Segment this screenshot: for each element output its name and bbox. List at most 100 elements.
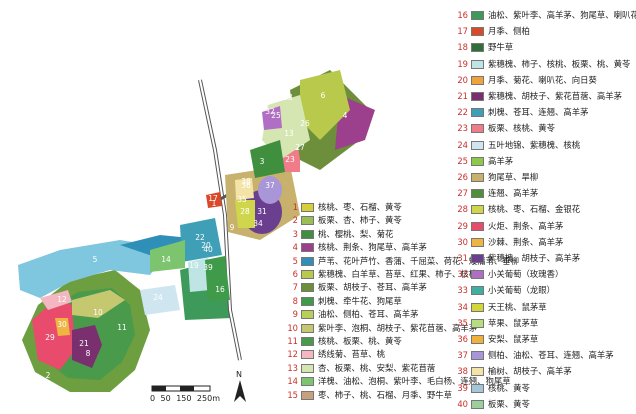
legend-swatch [471,205,484,215]
legend-swatch [301,390,314,400]
map-zone-label-22: 22 [195,233,205,242]
legend-swatch [471,221,484,231]
legend-swatch [471,335,484,344]
map-zone-label-11: 11 [117,323,127,332]
zone-30 [55,318,70,336]
legend-num: 23 [457,123,468,134]
legend-num: 14 [287,376,298,387]
legend-label: 紫穗槐、白羊草、苔草、红果、柿子、核桃 [318,269,478,279]
legend-label: 月季、菊花、喇叭花、向日葵 [488,74,597,85]
legend-swatch [471,108,484,118]
legend-label: 刺槐、牵牛花、狗尾草 [318,295,402,306]
legend-label: 板栗、胡枝子、苍耳、高羊茅 [318,282,427,293]
legend-num: 11 [287,336,298,346]
map-zone-label-37: 37 [265,181,275,190]
zone-21 [72,325,102,368]
legend-swatch [301,270,314,279]
zone-10 [72,290,125,318]
zone-37 [258,176,282,204]
legend-item-3: 3 桃、樱桃、梨、菊花 [286,228,393,241]
map-zone-label-30: 30 [57,320,67,329]
legend-swatch [301,243,314,253]
legend-num: 26 [457,172,468,182]
legend-label: 狗尾草、旱柳 [488,172,539,182]
map-zone-label-33: 33 [283,93,293,102]
legend-item-40: 40 板栗、黄苓 [456,398,530,411]
scale-tick-2: 150 [176,394,192,403]
map-zone-label-27: 27 [295,143,305,152]
map-label-layer: 1234567891011121314151617181920212223242… [45,91,382,380]
north-label: N [236,370,242,379]
zone-38 [235,178,254,200]
legend-num: 1 [292,202,298,212]
legend-label: 侧柏、油松、苍耳、连翘、高羊茅 [488,350,614,361]
map-zone-label-3: 3 [260,157,265,166]
zone-14 [150,240,185,272]
legend-num: 7 [292,282,298,293]
zone-6 [300,70,350,140]
legend-num: 15 [287,389,298,400]
legend-label: 榆树、胡枝子、高羊茅 [488,366,572,377]
legend-label: 板栗、杏、柿子、黄苓 [318,215,402,226]
legend-swatch [301,337,314,346]
legend-label: 火炬、荆条、高羊茅 [488,220,564,231]
legend-label: 核桃、黄苓 [488,382,530,393]
legend-label: 五叶地锦、紫穗槐、核桃 [488,139,581,150]
legend-label: 连翘、高羊茅 [488,188,539,199]
legend-label: 油松、紫叶李、高羊茅、狗尾草、喇叭花 [488,10,636,20]
legend-swatch [471,27,484,37]
map-zone-label-4: 4 [343,111,348,120]
map-zone-label-31: 31 [257,207,267,216]
legend-swatch [471,399,484,409]
legend-num: 21 [457,91,468,101]
legend-swatch [471,92,484,101]
map-zone-label-8: 8 [86,349,91,358]
legend-swatch [471,286,484,296]
legend-num: 32 [457,269,468,280]
map-zone-label-34: 34 [253,219,263,228]
legend-swatch [301,216,314,226]
legend-swatch [471,75,484,85]
legend-swatch [471,351,484,361]
legend-num: 8 [292,295,298,306]
legend-swatch [471,302,484,312]
legend-swatch [301,363,314,373]
zone-8 [205,256,230,302]
legend-num: 39 [457,382,468,393]
legend-swatch [301,229,314,239]
legend-swatch [301,256,314,266]
legend-swatch [471,270,484,280]
legend-num: 29 [457,220,468,231]
legend-swatch [301,323,314,333]
legend-num: 37 [457,350,468,361]
legend-label: 桃、樱桃、梨、菊花 [318,228,394,239]
zone-19-pink [40,290,72,310]
legend-swatch [301,350,314,360]
zone-19 [188,258,210,292]
legend-num: 3 [292,228,298,239]
legend-num: 38 [457,366,468,377]
map-zone-label-2: 2 [46,371,51,380]
legend-swatch [471,43,484,53]
legend-label: 小关葡萄（龙眼） [488,285,555,296]
legend-label: 紫穗槐、胡枝子、高羊茅 [488,253,581,263]
legend-label: 高羊茅 [488,155,514,166]
legend-label: 板栗、黄苓 [488,398,530,409]
legend-num: 40 [457,398,468,409]
legend-label: 板栗、核桃、黄苓 [488,123,555,134]
map-zone-label-14: 14 [161,255,171,264]
legend-item-38: 38 榆树、胡枝子、高羊茅 [456,365,572,378]
legend-label: 沙棘、荆条、高羊茅 [488,236,564,247]
map-zone-label-13: 13 [284,129,294,138]
legend-num: 6 [292,269,298,279]
